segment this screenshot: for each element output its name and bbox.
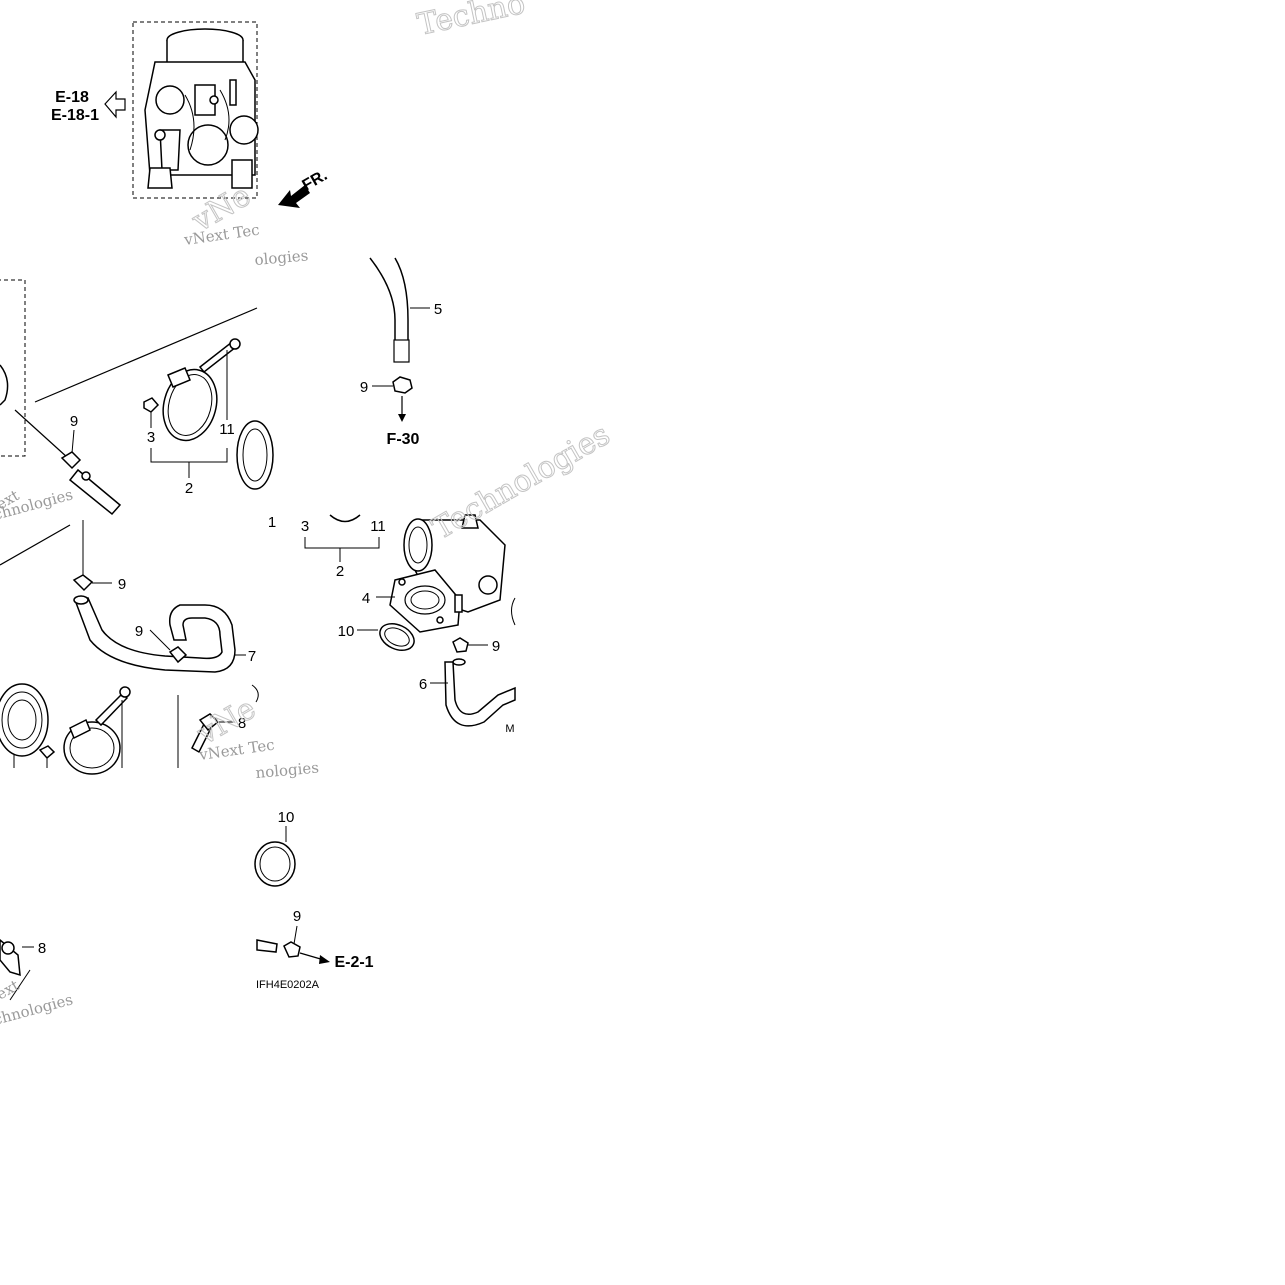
callout-9[interactable]: 9 bbox=[360, 379, 368, 396]
callout-10[interactable]: 10 bbox=[278, 809, 295, 826]
callout-3[interactable]: 3 bbox=[301, 518, 309, 535]
callout-9[interactable]: 9 bbox=[135, 623, 143, 640]
callout-3[interactable]: 3 bbox=[147, 429, 155, 446]
bolt-tile: 8 ext chnologies bbox=[0, 939, 75, 1029]
ref-f30[interactable]: F-30 bbox=[387, 431, 420, 448]
callout-5[interactable]: 5 bbox=[434, 301, 442, 318]
hose-7-tile: 9 9 7 8 vNext Tec nologies vNe bbox=[0, 520, 320, 782]
watermark-outline: Techno bbox=[414, 0, 528, 43]
watermark-outline: Technologies bbox=[427, 417, 616, 547]
carburetor-tile: E-18 E-18-1 vNext Tec vNe bbox=[51, 21, 261, 249]
callout-6[interactable]: 6 bbox=[419, 676, 427, 693]
callout-m: M bbox=[505, 723, 514, 735]
callout-9[interactable]: 9 bbox=[293, 908, 301, 925]
ref-e2-1[interactable]: E-2-1 bbox=[334, 954, 373, 971]
diagram-code: IFH4E0202A bbox=[256, 979, 320, 991]
callout-8[interactable]: 8 bbox=[238, 715, 246, 732]
watermark: nologies bbox=[255, 759, 320, 782]
callout-10[interactable]: 10 bbox=[338, 623, 355, 640]
hose-5-tile: 5 9 F-30 ologies bbox=[254, 246, 442, 448]
clamp-tile: 9 3 11 2 ext chnologies bbox=[0, 279, 274, 524]
callout-2[interactable]: 2 bbox=[336, 563, 344, 580]
callout-11[interactable]: 11 bbox=[370, 518, 386, 535]
front-indicator-tile: Techno FR. bbox=[278, 0, 529, 208]
callout-2[interactable]: 2 bbox=[185, 480, 193, 497]
callout-7[interactable]: 7 bbox=[248, 648, 256, 665]
callout-9[interactable]: 9 bbox=[70, 413, 78, 430]
insulator-tile: 1 3 11 2 4 10 9 6 M Tech bbox=[268, 417, 617, 735]
watermark: ext bbox=[0, 976, 22, 1003]
front-direction-arrow-icon bbox=[278, 185, 310, 208]
watermark: ologies bbox=[254, 246, 309, 269]
carburetor-illustration bbox=[144, 28, 259, 189]
callout-8[interactable]: 8 bbox=[38, 940, 46, 957]
ref-e18[interactable]: E-18 bbox=[55, 89, 89, 106]
callout-9[interactable]: 9 bbox=[492, 638, 500, 655]
hollow-left-arrow-icon bbox=[104, 90, 126, 119]
callout-11[interactable]: 11 bbox=[219, 421, 235, 438]
callout-1[interactable]: 1 bbox=[268, 514, 276, 531]
callout-9[interactable]: 9 bbox=[118, 576, 126, 593]
ref-e18-1[interactable]: E-18-1 bbox=[51, 107, 99, 124]
callout-4[interactable]: 4 bbox=[362, 590, 370, 607]
gasket-tile: 10 9 E-2-1 IFH4E0202A bbox=[254, 809, 374, 991]
